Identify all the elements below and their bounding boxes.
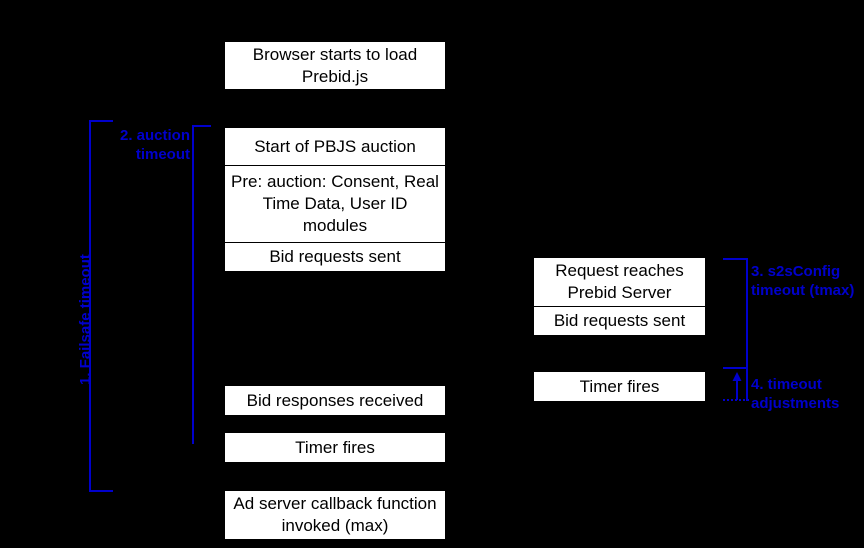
s2sconfig-bracket-vertical	[746, 258, 748, 369]
failsafe-bracket-vertical	[89, 120, 91, 492]
s2sconfig-bracket-top-tick	[723, 258, 748, 260]
box-divider	[534, 306, 705, 307]
process-box-bid-requests-sent: Bid requests sent	[225, 243, 445, 271]
process-box-label: Browser starts to load Prebid.js	[252, 44, 418, 86]
process-box-bid-responses-received: Bid responses received	[225, 386, 445, 415]
process-box-ad-server-callback: Ad server callback function invoked (max…	[225, 491, 445, 539]
timeout-adjustments-baseline	[723, 399, 749, 401]
annotation-label-s2sconfig-timeout: 3. s2sConfig timeout (tmax)	[751, 263, 855, 299]
box-divider	[225, 165, 445, 166]
process-box-label: Pre: auction: Consent, Real Time Data, U…	[231, 172, 439, 235]
failsafe-bracket-top-tick	[89, 120, 113, 122]
process-box-label: Bid requests sent	[553, 311, 686, 330]
process-box-label: Bid requests sent	[269, 247, 401, 266]
process-box-request-reaches-prebid-server: Request reaches Prebid Server	[534, 258, 705, 306]
auction-timeout-bracket-vertical	[192, 125, 194, 444]
process-box-label: Timer fires	[295, 437, 375, 457]
s2sconfig-bracket-bottom-tick	[723, 367, 748, 369]
process-box-start-of-pbjs-auction: Start of PBJS auction	[225, 128, 445, 165]
process-box-browser-loads-prebid: Browser starts to load Prebid.js	[225, 42, 445, 89]
failsafe-bracket-bottom-tick	[89, 490, 113, 492]
process-box-label: Bid responses received	[246, 390, 424, 410]
annotation-label-auction-timeout: 2. auction timeout	[119, 127, 190, 163]
timeout-adjustments-bracket-vertical	[746, 367, 748, 401]
auction-timeout-bracket-top-tick	[192, 125, 211, 127]
process-box-pre-auction-modules: Pre: auction: Consent, Real Time Data, U…	[225, 166, 445, 242]
process-box-label: Start of PBJS auction	[254, 136, 416, 156]
annotation-label-timeout-adjustments: 4. timeout adjustments	[751, 376, 840, 412]
box-divider	[225, 242, 445, 243]
process-box-label: Timer fires	[579, 376, 660, 396]
process-box-label: Request reaches Prebid Server	[555, 261, 684, 302]
timeout-adjustments-up-arrow-icon	[732, 372, 742, 400]
process-box-timer-fires: Timer fires	[225, 433, 445, 462]
process-box-label: Ad server callback function invoked (max…	[233, 494, 437, 535]
process-box-server-bid-requests-sent: Bid requests sent	[534, 307, 705, 335]
process-box-server-timer-fires: Timer fires	[534, 372, 705, 401]
